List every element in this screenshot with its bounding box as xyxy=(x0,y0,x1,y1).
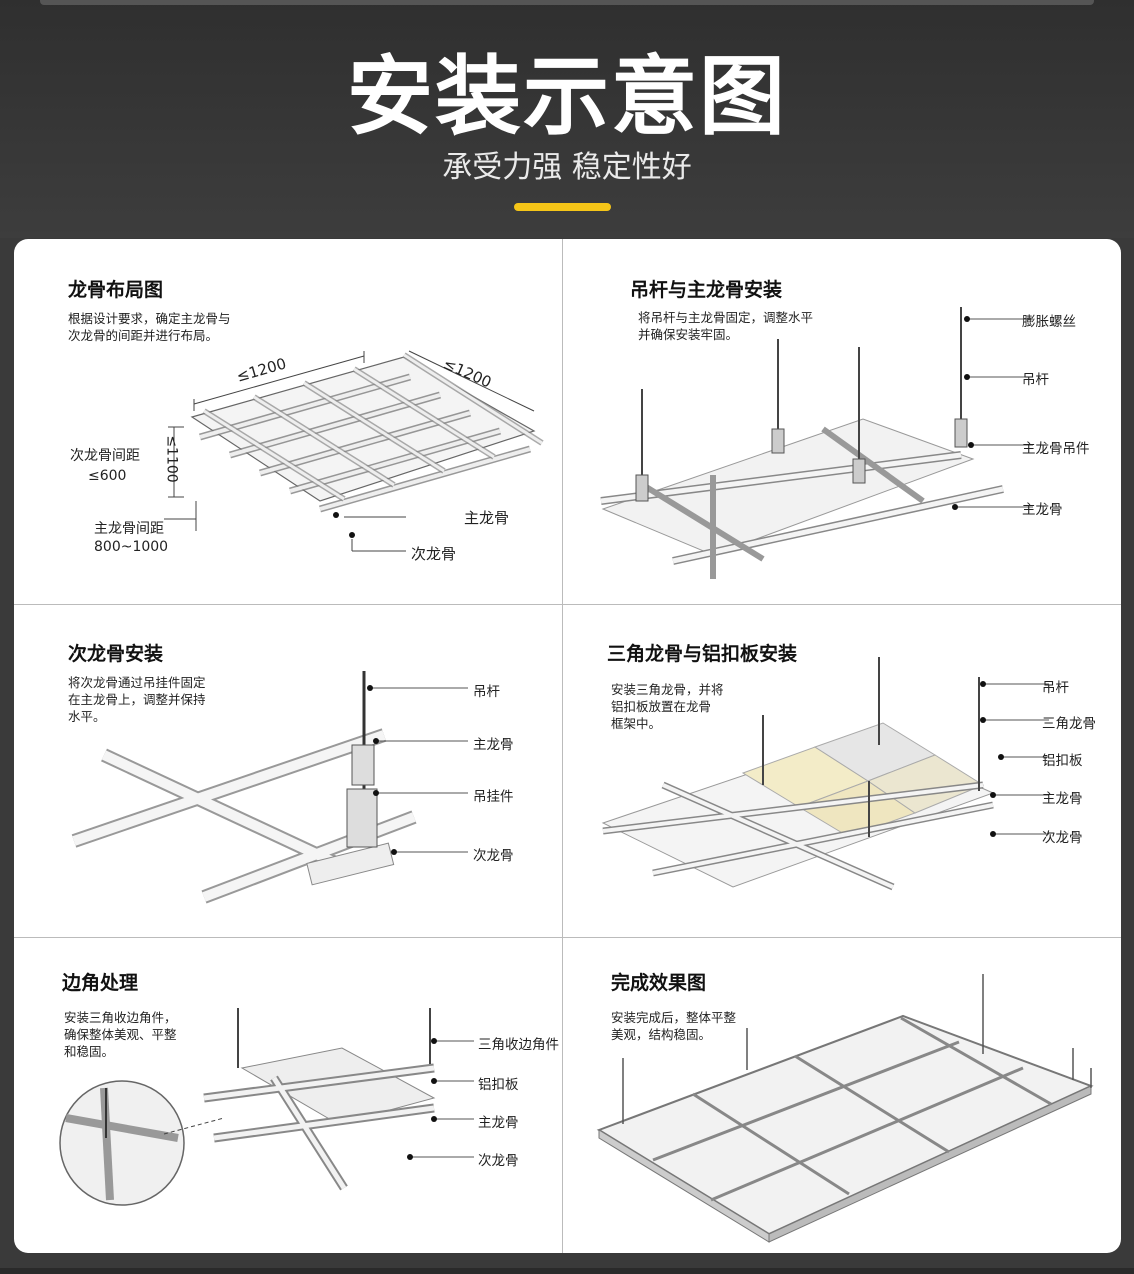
callout-label: 次龙骨 xyxy=(411,545,457,563)
keel-grid-illustration xyxy=(164,350,544,552)
hanger-rod-illustration xyxy=(600,307,1033,579)
top-accent-line xyxy=(40,0,1094,5)
panel-title: 次龙骨安装 xyxy=(68,643,164,665)
page-subtitle: 承受力强 稳定性好 xyxy=(442,150,692,185)
panel-title: 完成效果图 xyxy=(611,972,707,994)
panel-keel-layout: 龙骨布局图 根据设计要求，确定主龙骨与 次龙骨的间距并进行布局。 xyxy=(14,239,562,604)
finished-ceiling-illustration xyxy=(596,974,1094,1243)
desc-line: 框架中。 xyxy=(611,716,662,731)
secondary-keel-illustration xyxy=(71,671,468,904)
callout-label: 吊杆 xyxy=(473,684,500,700)
panel-secondary-keel-install: 次龙骨安装 将次龙骨通过吊挂件固定 在主龙骨上，调整并保持 水平。 xyxy=(14,605,562,937)
dimension-label: ≤1100 xyxy=(163,435,180,483)
triangle-keel-illustration xyxy=(601,657,1049,891)
panel-finished-result: 完成效果图 安装完成后，整体平整 美观，结构稳固。 xyxy=(563,938,1121,1253)
callout-label: 三角收边角件 xyxy=(478,1037,559,1053)
desc-line: 并确保安装牢固。 xyxy=(638,327,739,342)
callout-label: 主龙骨间距 xyxy=(94,521,164,537)
desc-line: 安装完成后，整体平整 xyxy=(611,1010,737,1025)
desc-line: 安装三角收边角件， xyxy=(64,1010,177,1025)
desc-line: 在主龙骨上，调整并保持 xyxy=(68,692,206,707)
callout-label: 膨胀螺丝 xyxy=(1022,314,1076,330)
callout-value: 800~1000 xyxy=(94,539,169,555)
desc-line: 安装三角龙骨，并将 xyxy=(611,682,724,697)
panel-divider-horizontal-1 xyxy=(14,604,1121,605)
callout-label: 铝扣板 xyxy=(1042,753,1083,769)
callout-label: 主龙骨 xyxy=(1042,791,1083,807)
callout-label: 次龙骨 xyxy=(478,1153,519,1169)
desc-line: 美观，结构稳固。 xyxy=(611,1027,712,1042)
callout-label: 主龙骨吊件 xyxy=(1022,441,1090,457)
page-title: 安装示意图 xyxy=(347,47,787,147)
desc-line: 次龙骨的间距并进行布局。 xyxy=(68,328,219,343)
callout-label: 吊杆 xyxy=(1022,372,1049,388)
callout-label: 次龙骨 xyxy=(1042,830,1083,846)
corner-treatment-illustration xyxy=(59,1008,474,1206)
panel-description: 安装完成后，整体平整 美观，结构稳固。 xyxy=(611,1009,736,1043)
callout-label: 三角龙骨 xyxy=(1042,716,1096,732)
panel-title: 吊杆与主龙骨安装 xyxy=(630,279,783,301)
callout-label: 主龙骨 xyxy=(473,737,514,753)
desc-line: 根据设计要求，确定主龙骨与 xyxy=(68,311,231,326)
callout-label: 主龙骨 xyxy=(478,1115,519,1131)
callout-label: 次龙骨 xyxy=(473,848,514,864)
panel-title: 龙骨布局图 xyxy=(68,279,164,301)
desc-line: 铝扣板放置在龙骨 xyxy=(611,699,712,714)
panel-corner-treatment: 边角处理 安装三角收边角件， 确保整体美观、平整 和稳固。 xyxy=(14,938,562,1253)
desc-line: 和稳固。 xyxy=(64,1044,115,1059)
callout-label: 吊杆 xyxy=(1042,680,1069,696)
desc-line: 确保整体美观、平整 xyxy=(64,1027,177,1042)
panel-description: 将次龙骨通过吊挂件固定 在主龙骨上，调整并保持 水平。 xyxy=(68,674,206,725)
header-banner: 安装示意图 承受力强 稳定性好 xyxy=(0,0,1134,238)
panel-divider-vertical xyxy=(562,239,563,1253)
bottom-border xyxy=(0,1268,1134,1274)
panel-description: 根据设计要求，确定主龙骨与 次龙骨的间距并进行布局。 xyxy=(68,310,231,344)
panel-description: 安装三角收边角件， 确保整体美观、平整 和稳固。 xyxy=(64,1009,177,1060)
callout-label: 次龙骨间距 xyxy=(70,448,140,464)
panel-title: 三角龙骨与铝扣板安装 xyxy=(607,643,798,665)
panel-title: 边角处理 xyxy=(62,972,139,994)
callout-label: 吊挂件 xyxy=(473,789,514,805)
panel-description: 安装三角龙骨，并将 铝扣板放置在龙骨 框架中。 xyxy=(611,681,724,732)
panel-description: 将吊杆与主龙骨固定，调整水平 并确保安装牢固。 xyxy=(638,309,813,343)
desc-line: 将吊杆与主龙骨固定，调整水平 xyxy=(638,310,814,325)
desc-line: 水平。 xyxy=(68,709,106,724)
callout-label: 主龙骨 xyxy=(464,509,510,527)
panel-divider-horizontal-2 xyxy=(14,937,1121,938)
callout-label: 铝扣板 xyxy=(478,1077,519,1093)
callout-label: 主龙骨 xyxy=(1022,502,1063,518)
panel-triangle-keel-panel-install: 三角龙骨与铝扣板安装 安装三角龙骨，并将 铝扣板放置在龙骨 框架中。 xyxy=(563,605,1121,937)
title-underline-accent xyxy=(514,203,611,211)
callout-value: ≤600 xyxy=(88,468,127,484)
panel-hanger-rod-install: 吊杆与主龙骨安装 将吊杆与主龙骨固定，调整水平 并确保安装牢固。 xyxy=(563,239,1121,604)
desc-line: 将次龙骨通过吊挂件固定 xyxy=(68,675,206,690)
diagram-card: 龙骨布局图 根据设计要求，确定主龙骨与 次龙骨的间距并进行布局。 xyxy=(14,239,1121,1253)
